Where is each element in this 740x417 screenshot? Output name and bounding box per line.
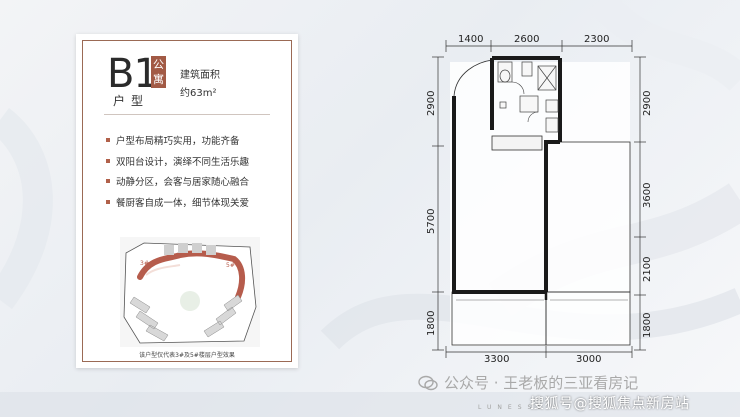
card-divider — [104, 114, 270, 115]
bullet-icon — [106, 199, 110, 204]
unit-tag-char: 公 — [153, 58, 164, 71]
dimension-label: 2900 — [642, 91, 653, 116]
feature-text: 餐厨客自成一体，细节体现关爱 — [116, 197, 250, 209]
feature-item: 户型布局精巧实用，功能齐备 — [106, 130, 249, 151]
site-label: 3# — [140, 260, 149, 267]
feature-list: 户型布局精巧实用，功能齐备 双阳台设计，演绎不同生活乐趣 动静分区，会客与居家随… — [106, 130, 249, 212]
dimension-label: 3300 — [484, 354, 509, 365]
dimension-label: 2300 — [584, 34, 609, 45]
area-label: 建筑面积 — [180, 70, 220, 81]
bullet-icon — [106, 138, 110, 143]
brand-text: LUNESSE — [478, 404, 548, 411]
watermark-text: 公众号 · 王老板的三亚看房记 — [444, 374, 639, 392]
feature-text: 双阳台设计，演绎不同生活乐趣 — [116, 156, 250, 168]
unit-code: B1 — [107, 51, 159, 97]
dimension-label: 2100 — [642, 257, 653, 282]
site-plan-caption: 该户型仅代表3#及5#楼层户型效果 — [139, 352, 235, 359]
area-value: 约63m² — [180, 88, 217, 99]
site-label: 5# — [226, 262, 235, 269]
dimension-label: 3000 — [576, 354, 601, 365]
dimension-label: 1400 — [458, 34, 483, 45]
bullet-icon — [106, 158, 110, 163]
feature-text: 户型布局精巧实用，功能齐备 — [116, 136, 240, 148]
dimension-label: 1800 — [642, 313, 653, 338]
source-watermark: 搜狐号@搜狐焦点新房站 — [530, 396, 690, 412]
dimension-label: 3600 — [642, 183, 653, 208]
bathroom-fixtures — [497, 61, 559, 133]
left-dimension-line — [432, 56, 444, 351]
dimension-label: 1800 — [426, 311, 437, 336]
feature-item: 双阳台设计，演绎不同生活乐趣 — [106, 151, 249, 172]
bullet-icon — [106, 179, 110, 184]
wechat-icon — [418, 375, 438, 390]
feature-text: 动静分区，会客与居家随心融合 — [116, 177, 250, 189]
unit-info-card: B1 公 寓 户型 建筑面积 约63m² 户型布局精巧实用，功能齐备 双阳台设计… — [76, 34, 298, 368]
unit-tag: 公 寓 — [151, 56, 166, 88]
dimension-label: 2900 — [426, 91, 437, 116]
feature-item: 餐厨客自成一体，细节体现关爱 — [106, 192, 249, 213]
bottom-dimension-line — [445, 346, 633, 358]
card-frame — [82, 40, 292, 362]
site-plan-image: 3# 5# — [120, 237, 260, 347]
right-dimension-line — [634, 56, 646, 351]
source-bar — [0, 392, 740, 417]
top-dimension-line — [445, 40, 633, 52]
dimension-label: 2600 — [514, 34, 539, 45]
unit-type-label: 户型 — [113, 94, 150, 108]
wechat-watermark: 公众号 · 王老板的三亚看房记 — [418, 372, 638, 393]
dimension-label: 5700 — [426, 209, 437, 234]
feature-item: 动静分区，会客与居家随心融合 — [106, 171, 249, 192]
unit-tag-char: 寓 — [153, 73, 164, 86]
